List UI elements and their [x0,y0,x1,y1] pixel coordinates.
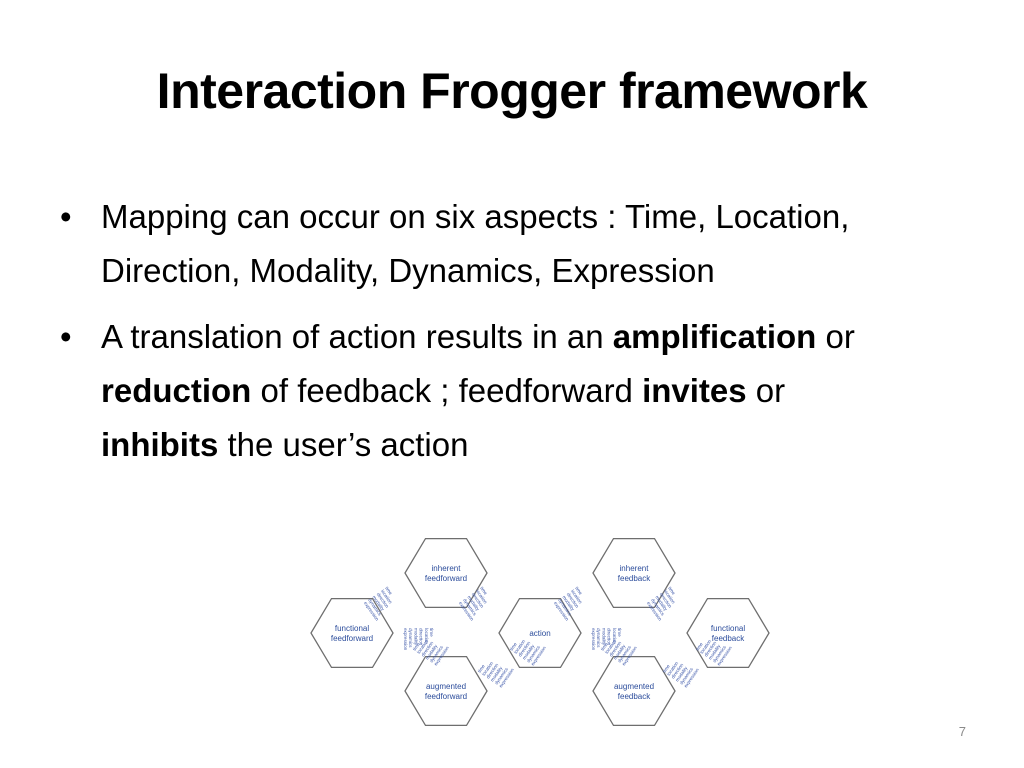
aspect-word-stack: timelocationdirectionmodalitydynamicsexp… [553,586,584,622]
hex-label: augmented [426,682,466,691]
aspect-word: time [600,641,609,651]
hex-label: feedforward [331,634,373,643]
hex-label: augmented [614,682,654,691]
aspect-word: time [479,586,488,596]
aspect-word: direction [607,628,612,646]
hex-label: feedforward [425,574,467,583]
bullet-list: • Mapping can occur on six aspects : Tim… [60,190,880,484]
aspect-word: time [509,641,518,651]
emphasis-amplification: amplification [612,318,817,355]
aspect-word: modality [601,628,606,646]
hex-label: functional [335,624,369,633]
hex-shape [310,597,394,669]
aspect-word: time [429,628,434,637]
aspect-word: expression [591,628,596,651]
bullet-dot: • [60,198,72,235]
bullet-item-1: • Mapping can occur on six aspects : Tim… [60,190,880,298]
aspect-word-stack: timelocationdirectionmodalitydynamicsexp… [458,586,489,622]
emphasis-invites: invites [642,372,747,409]
hex-shape [592,537,676,609]
hex-shape [686,597,770,669]
hex-shape [404,537,488,609]
aspect-word: time [667,586,676,596]
bullet-dot: • [60,318,72,355]
aspect-word: dynamics [408,628,413,648]
page-number: 7 [958,724,966,739]
emphasis-reduction: reduction [101,372,252,409]
hex-label: functional [711,624,745,633]
hex-label: inherent [432,564,462,573]
aspect-word: dynamics [596,628,601,648]
hex-shape [404,655,488,727]
aspect-word: time [412,641,421,651]
aspect-word: location [424,628,429,644]
aspect-word: time [384,586,393,596]
aspect-word: time [662,663,671,673]
aspect-word-stack: timelocationdirectionmodalitydynamicsexp… [662,660,700,688]
aspect-word: expression [403,628,408,651]
aspect-word-stack: timelocationdirectionmodalitydynamicsexp… [403,628,434,651]
hex-shape [498,597,582,669]
hex-shape [592,655,676,727]
bullet-text-2: A translation of action results in an am… [101,318,855,463]
aspect-word-stack: timelocationdirectionmodalitydynamicsexp… [591,628,622,651]
hex-label: feedback [618,574,651,583]
aspect-word: time [695,641,704,651]
slide-title: Interaction Frogger framework [156,63,868,119]
hex-label: action [529,629,550,638]
aspect-word: time [574,586,583,596]
frogger-diagram: inherentfeedforwardinherentfeedbackfunct… [310,537,770,727]
aspect-word: direction [419,628,424,646]
hex-label: feedback [712,634,745,643]
aspect-word: location [612,628,617,644]
hex-label: feedback [618,692,651,701]
bullet-text-1: Mapping can occur on six aspects : Time,… [101,198,850,289]
hex-label: feedforward [425,692,467,701]
aspect-word: modality [413,628,418,646]
hex-label: inherent [620,564,650,573]
aspect-word: time [477,663,486,673]
bullet-item-2: • A translation of action results in an … [60,310,880,472]
hex-action: action [498,597,582,669]
emphasis-inhibits: inhibits [101,426,219,463]
aspect-word: time [617,628,622,637]
